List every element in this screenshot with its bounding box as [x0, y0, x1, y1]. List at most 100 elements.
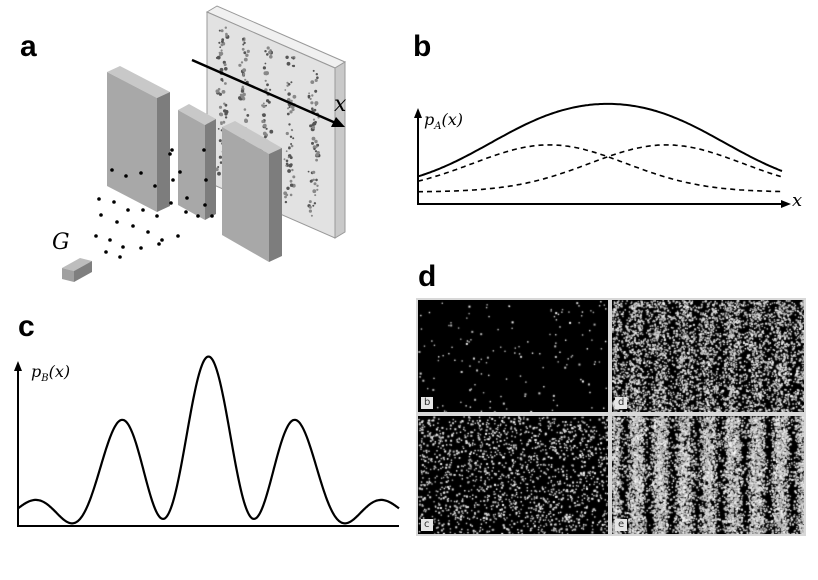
screen-hit-dot [218, 139, 222, 143]
panel-b-curve-label-arg: (x) [441, 110, 463, 129]
screen-hit-dot [264, 79, 267, 82]
screen-hit-dot [224, 103, 228, 107]
screen-hit-dot [314, 101, 319, 106]
particle-dot [176, 234, 180, 238]
screen-hit-dot [283, 191, 288, 196]
screen-hit-dot [240, 89, 245, 93]
detector-tile-b-label: b [421, 397, 434, 409]
panel-c-curve-label: pB(x) [31, 362, 70, 384]
screen-hit-dot [264, 135, 267, 139]
screen-hit-dot [284, 200, 288, 204]
screen-hit-dot [288, 163, 293, 168]
panel-c-curve-label-arg: (x) [48, 362, 71, 381]
screen-hit-dot [310, 214, 313, 217]
panel-b-curve-sum [417, 102, 783, 178]
screen-hit-dot [311, 125, 316, 130]
screen-hit-dot [285, 159, 289, 163]
screen-hit-dot [238, 63, 242, 67]
screen-hit-dot [218, 29, 221, 32]
source-label-g: G [52, 230, 70, 255]
screen-hit-dot [266, 83, 269, 87]
screen-hit-dot [266, 53, 269, 56]
particle-dot [104, 250, 108, 254]
screen-hit-dot [286, 186, 290, 190]
screen-hit-dot [314, 139, 318, 144]
screen-hit-dot [312, 189, 317, 194]
screen-hit-dot [285, 131, 289, 136]
screen-hit-dot [262, 131, 267, 136]
screen-hit-dot [315, 73, 318, 76]
screen-hit-dot [269, 129, 274, 134]
screen-hit-dot [285, 164, 288, 167]
screen-hit-dot [220, 121, 223, 124]
panel-c-interference-curve [17, 355, 400, 525]
panel-b-y-axis-arrow [414, 108, 422, 118]
screen-hit-dot [286, 81, 289, 84]
detector-tile-c-label: c [421, 519, 433, 531]
particle-dot [99, 213, 103, 217]
screen-hit-dot [243, 108, 247, 111]
screen-hit-dot [315, 153, 319, 157]
screen-hit-dot [264, 50, 267, 53]
panel-b-curve-label: pA(x) [424, 110, 463, 132]
screen-hit-dot [310, 80, 315, 84]
screen-hit-dot [285, 150, 288, 153]
screen-hit-dot [218, 105, 223, 109]
screen-hit-dot [307, 94, 311, 98]
screen-hit-dot [292, 57, 295, 60]
screen-hit-dot [308, 92, 310, 95]
screen-hit-dot [244, 78, 247, 81]
screen-hit-dot [309, 179, 313, 183]
screen-hit-dot [286, 61, 291, 66]
detector-tile-d-label: d [615, 397, 628, 409]
screen-hit-dot [225, 34, 229, 37]
particle-dot [202, 148, 206, 152]
particle-dot [170, 148, 174, 152]
slit-block-front [222, 121, 282, 262]
screen-hit-dot [312, 145, 317, 150]
screen-hit-dot [238, 96, 242, 100]
screen-hit-dot [283, 158, 286, 161]
screen-hit-dot [314, 78, 318, 82]
screen-hit-dot [269, 88, 272, 91]
screen-hit-dot [284, 195, 287, 199]
detector-tile-d-hits [612, 300, 804, 412]
screen-hit-dot [289, 183, 294, 187]
screen-hit-dot [224, 112, 228, 116]
screen-hit-dot [315, 158, 318, 162]
screen-hit-dot [316, 76, 319, 79]
screen-hit-dot [269, 55, 273, 59]
screen-hit-dot [263, 71, 268, 76]
screen-hit-dot [308, 209, 312, 213]
detector-tile-b: b [418, 300, 608, 412]
screen-hit-dot [289, 135, 293, 138]
double-slit-apparatus [62, 5, 347, 282]
screen-hit-dot [288, 106, 291, 109]
particle-dot [146, 230, 150, 234]
screen-hit-dot [218, 155, 222, 159]
screen-hit-dot [292, 94, 297, 99]
slit-block-back [107, 66, 170, 212]
screen-hit-dot [309, 124, 313, 128]
screen-hit-dot [215, 89, 220, 94]
particle-dot [171, 178, 175, 182]
screen-hit-dot [265, 104, 267, 107]
screen-hit-dot [221, 38, 225, 42]
screen-hit-dot [240, 61, 244, 64]
screen-hit-dot [243, 41, 246, 45]
screen-hit-dot [219, 67, 224, 72]
panel-c-curve-label-p: p [31, 362, 42, 381]
particle-dot [131, 224, 135, 228]
screen-hit-dot [312, 118, 316, 121]
panel-a-axis-label-x: x [334, 92, 347, 117]
screen-hit-dot [287, 169, 291, 173]
panel-a-label: a [20, 30, 37, 63]
panel-b-curve-label-p: p [424, 110, 435, 129]
screen-hit-dot [290, 128, 293, 132]
screen-hit-dot [224, 116, 228, 119]
screen-hit-dot [267, 100, 271, 104]
screen-hit-dot [292, 137, 295, 140]
particle-dot [141, 208, 145, 212]
screen-hit-dot [244, 119, 249, 123]
screen-hit-dot [262, 66, 266, 70]
